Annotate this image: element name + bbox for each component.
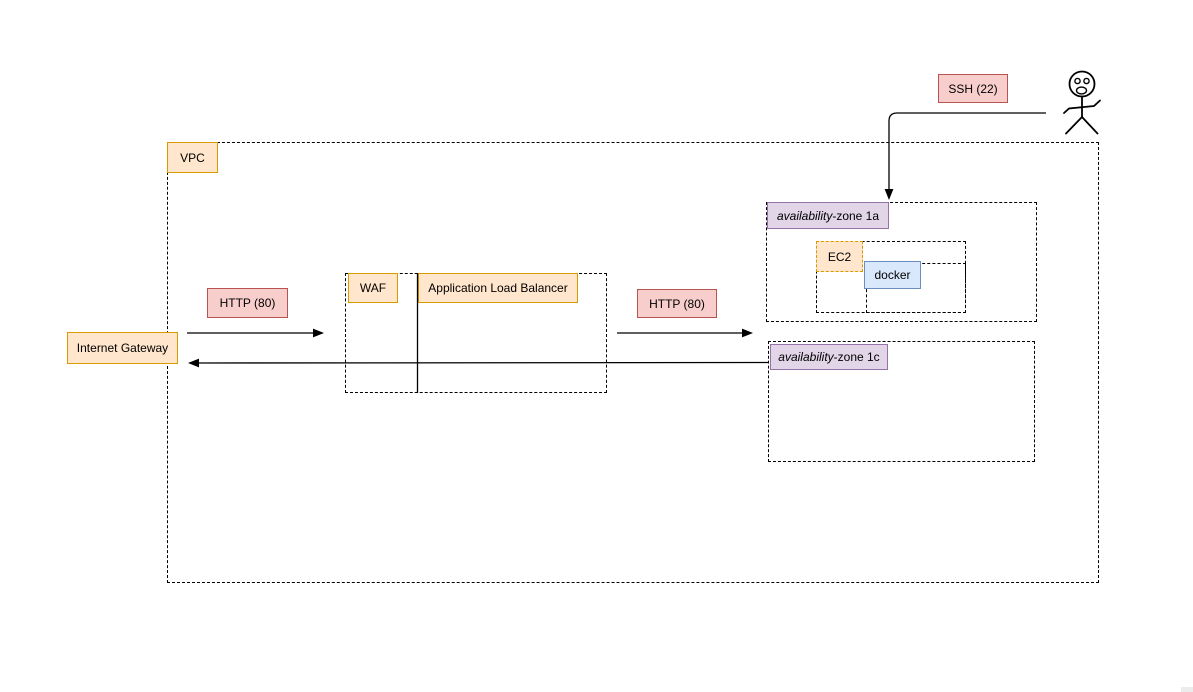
- http-80-inbound-label[interactable]: HTTP (80): [207, 288, 288, 318]
- az-1c-label[interactable]: availability-zone 1c: [770, 344, 888, 370]
- docker-node[interactable]: docker: [864, 261, 921, 289]
- arrow-http-internal-head: [742, 328, 753, 338]
- az-1c-container[interactable]: [768, 341, 1035, 462]
- alb-node[interactable]: Application Load Balancer: [418, 273, 578, 303]
- ssh-connector-head: [884, 189, 894, 200]
- http-80-inbound-text: HTTP (80): [219, 296, 276, 310]
- actor-arms: [1063, 99, 1101, 114]
- internet-gateway-node[interactable]: Internet Gateway: [67, 332, 178, 364]
- az-1c-label-rest: -zone 1c: [833, 350, 880, 364]
- vpc-label[interactable]: VPC: [167, 142, 218, 173]
- arrow-http-inbound-head: [313, 328, 324, 338]
- ssh-22-label[interactable]: SSH (22): [938, 74, 1008, 103]
- az-1a-label-rest: -zone 1a: [832, 208, 880, 223]
- actor-left-eye-icon: [1074, 77, 1081, 85]
- az-1a-label[interactable]: availability-zone 1a: [767, 202, 889, 229]
- arrow-http-inbound[interactable]: [187, 328, 324, 338]
- arrow-return-head: [188, 358, 199, 368]
- az-1c-label-italic: availability: [778, 350, 834, 364]
- ssh-connector[interactable]: [884, 112, 1046, 200]
- scrollbar-corner-nub[interactable]: [1181, 687, 1193, 692]
- ec2-label: EC2: [827, 249, 852, 264]
- actor-left-leg: [1065, 116, 1083, 135]
- actor-right-eye-icon: [1083, 77, 1090, 85]
- docker-label: docker: [874, 268, 911, 282]
- alb-label: Application Load Balancer: [428, 281, 568, 295]
- actor-mouth-icon: [1075, 86, 1088, 95]
- az-1a-container[interactable]: [766, 202, 1037, 322]
- http-80-internal-text: HTTP (80): [649, 296, 705, 311]
- internet-gateway-label: Internet Gateway: [76, 341, 169, 355]
- ec2-node[interactable]: EC2: [816, 241, 863, 272]
- vpc-label-text: VPC: [180, 150, 205, 165]
- user-actor[interactable]: [1063, 70, 1101, 135]
- ssh-22-text: SSH (22): [948, 81, 998, 96]
- az-1a-label-italic: availability: [776, 208, 833, 223]
- arrow-http-internal[interactable]: [617, 328, 753, 338]
- waf-label: WAF: [359, 281, 387, 295]
- http-80-internal-label[interactable]: HTTP (80): [637, 289, 717, 318]
- actor-right-leg: [1081, 116, 1099, 135]
- arrow-return[interactable]: [188, 358, 769, 368]
- waf-node[interactable]: WAF: [348, 273, 398, 303]
- actor-head-icon: [1068, 70, 1096, 98]
